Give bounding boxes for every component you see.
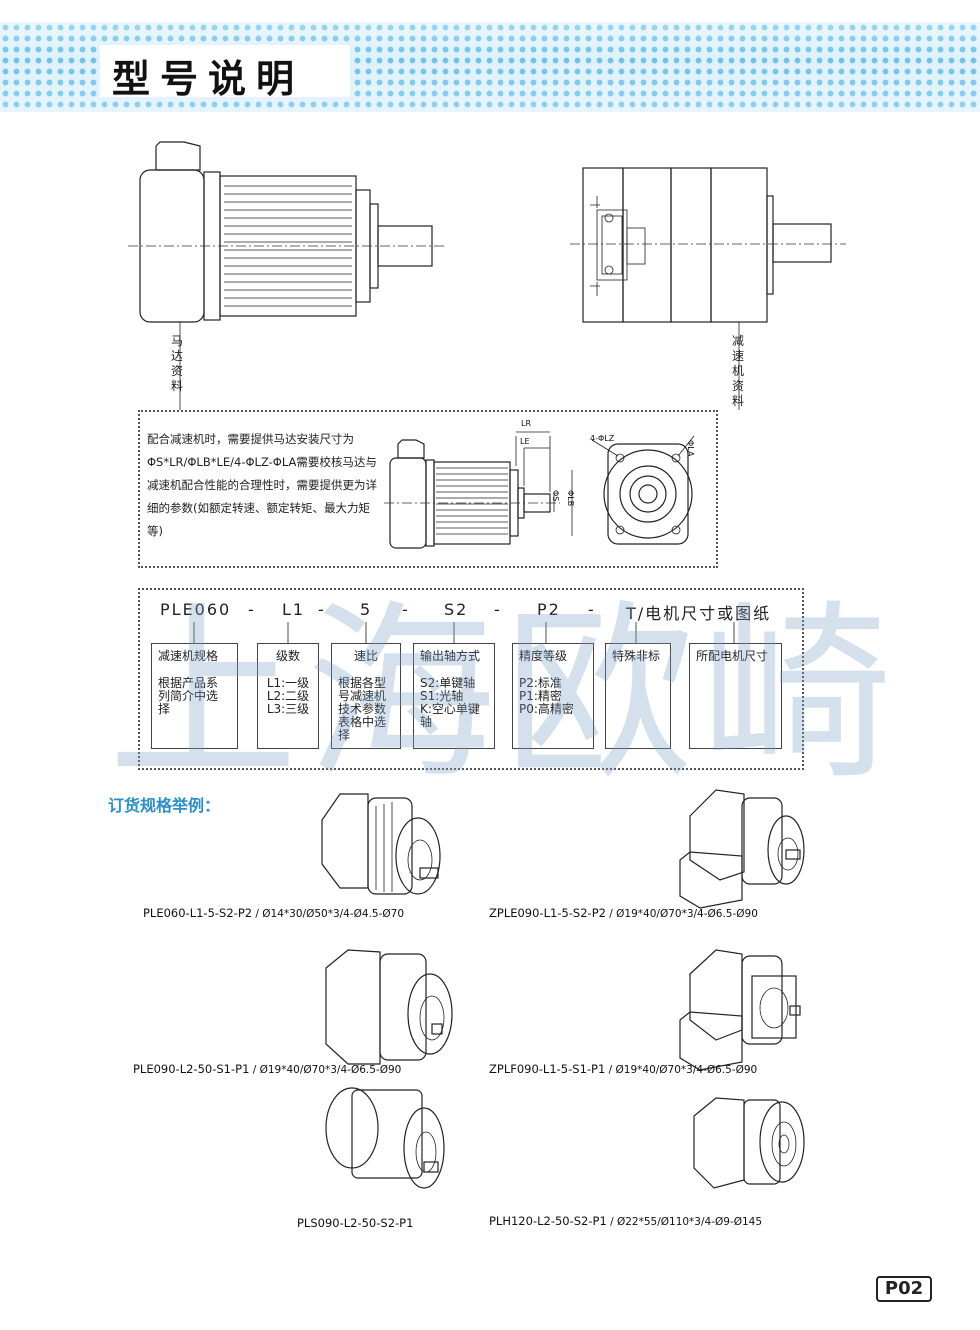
field-shaft-desc: S2:单键轴 S1:光轴 K:空心单键 轴 xyxy=(420,676,480,729)
example-2-code: ZPLE090-L1-5-S2-P2 xyxy=(489,906,606,920)
example-2-caption: ZPLE090-L1-5-S2-P2 / Ø19*40/Ø70*3/4-Ø6.5… xyxy=(489,906,758,920)
code-precision: P2 xyxy=(537,600,561,619)
reducer-data-label: 减速机资料 xyxy=(731,334,744,408)
example-3-code: PLE090-L2-50-S1-P1 xyxy=(133,1062,250,1076)
dim-lz-label: 4-ΦLZ xyxy=(590,434,615,443)
page-title: 型号说明 xyxy=(112,57,305,101)
example-1-code: PLE060-L1-5-S2-P2 xyxy=(143,906,253,920)
gearbox-pls090-image xyxy=(325,1087,445,1189)
gearbox-ple060-image xyxy=(321,793,441,895)
field-stage-title: 级数 xyxy=(275,649,300,663)
mounting-dimension-drawing xyxy=(384,431,695,549)
dim-le-label: LE xyxy=(520,437,530,446)
code-sep-1: - xyxy=(248,600,256,619)
field-shaft-title: 输出轴方式 xyxy=(420,649,481,663)
gearbox-plh120-image xyxy=(693,1097,805,1189)
field-stage: 级数 L1:一级 L2:二级 L3:三级 xyxy=(257,643,319,749)
example-2-spec: / Ø19*40/Ø70*3/4-Ø6.5-Ø90 xyxy=(605,908,758,920)
dim-s-label: ΦS xyxy=(551,490,560,502)
code-sep-5: - xyxy=(588,600,596,619)
field-spec-title: 减速机规格 xyxy=(158,649,219,663)
dim-lr-label: LR xyxy=(521,419,532,428)
code-sep-4: - xyxy=(494,600,502,619)
motor-drawing xyxy=(128,141,446,410)
motor-note-text: 配合减速机时，需要提供马达安装尺寸为ΦS*LR/ΦLB*LE/4-ΦLZ-ΦLA… xyxy=(147,432,377,538)
field-precision-title: 精度等级 xyxy=(519,649,568,663)
gearbox-zple090-image xyxy=(679,789,805,909)
flange-front-view xyxy=(591,435,695,545)
field-spec-desc: 根据产品系 列简介中选 择 xyxy=(158,676,219,716)
motor-reducer-drawings xyxy=(128,141,846,410)
gearbox-ple090-image xyxy=(325,949,453,1065)
example-4-code: ZPLF090-L1-5-S1-P1 xyxy=(489,1062,606,1076)
field-ratio: 速比 根据各型 号减速机 技术参数 表格中选 择 xyxy=(331,643,401,749)
code-ratio: 5 xyxy=(360,600,373,619)
page-number-badge: P02 xyxy=(876,1276,932,1302)
example-5-caption: PLS090-L2-50-S2-P1 xyxy=(297,1216,413,1230)
example-4-caption: ZPLF090-L1-5-S1-P1 / Ø19*40/Ø70*3/4-Ø6.5… xyxy=(489,1062,757,1076)
example-4-spec: / Ø19*40/Ø70*3/4-Ø6.5-Ø90 xyxy=(605,1064,758,1076)
small-motor-drawing xyxy=(384,431,573,549)
code-stage: L1 xyxy=(282,600,306,619)
watermark-text: 上海欧崎 xyxy=(108,584,901,805)
code-motor: T/电机尺寸或图纸 xyxy=(626,604,772,623)
field-special-title: 特殊非标 xyxy=(612,649,661,663)
code-sep-3: - xyxy=(402,600,410,619)
model-code-box xyxy=(138,588,804,770)
field-shaft: 输出轴方式 S2:单键轴 S1:光轴 K:空心单键 轴 xyxy=(413,643,495,749)
order-examples-title: 订货规格举例： xyxy=(108,796,221,815)
field-motor-size: 所配电机尺寸 xyxy=(689,643,782,749)
field-stage-desc: L1:一级 L2:二级 L3:三级 xyxy=(266,676,310,716)
example-6-code: PLH120-L2-50-S2-P1 xyxy=(489,1214,607,1228)
field-ratio-title: 速比 xyxy=(353,649,378,663)
reducer-drawing xyxy=(570,167,846,410)
field-motor-size-title: 所配电机尺寸 xyxy=(696,649,769,663)
example-3-spec: / Ø19*40/Ø70*3/4-Ø6.5-Ø90 xyxy=(249,1064,402,1076)
field-precision-desc: P2:标准 P1:精密 P0:高精密 xyxy=(519,676,574,716)
example-6-caption: PLH120-L2-50-S2-P1 / Ø22*55/Ø110*3/4-Ø9-… xyxy=(489,1214,762,1228)
motor-note-box xyxy=(138,410,718,568)
field-precision: 精度等级 P2:标准 P1:精密 P0:高精密 xyxy=(512,643,594,749)
example-1-spec: / Ø14*30/Ø50*3/4-Ø4.5-Ø70 xyxy=(252,908,405,920)
product-illustrations xyxy=(321,789,805,1189)
example-5-code: PLS090-L2-50-S2-P1 xyxy=(297,1216,414,1230)
code-connectors xyxy=(193,622,735,644)
header-dot-band xyxy=(0,22,980,112)
example-1-caption: PLE060-L1-5-S2-P2 / Ø14*30/Ø50*3/4-Ø4.5-… xyxy=(143,906,404,920)
example-3-caption: PLE090-L2-50-S1-P1 / Ø19*40/Ø70*3/4-Ø6.5… xyxy=(133,1062,401,1076)
motor-data-label: 马达资料 xyxy=(170,334,183,393)
example-6-spec: / Ø22*55/Ø110*3/4-Ø9-Ø145 xyxy=(606,1216,763,1228)
field-spec: 减速机规格 根据产品系 列简介中选 择 xyxy=(151,643,238,749)
code-series: PLE060 xyxy=(160,600,232,619)
code-shaft: S2 xyxy=(444,600,469,619)
field-special: 特殊非标 xyxy=(605,643,671,749)
title-plate xyxy=(100,45,350,97)
code-sep-2: - xyxy=(318,600,326,619)
dim-la-label: ΦLA xyxy=(686,440,695,457)
dim-lb-label: ΦLB xyxy=(566,490,575,507)
field-ratio-desc: 根据各型 号减速机 技术参数 表格中选 择 xyxy=(338,676,387,742)
gearbox-zplf090-image xyxy=(679,949,801,1071)
